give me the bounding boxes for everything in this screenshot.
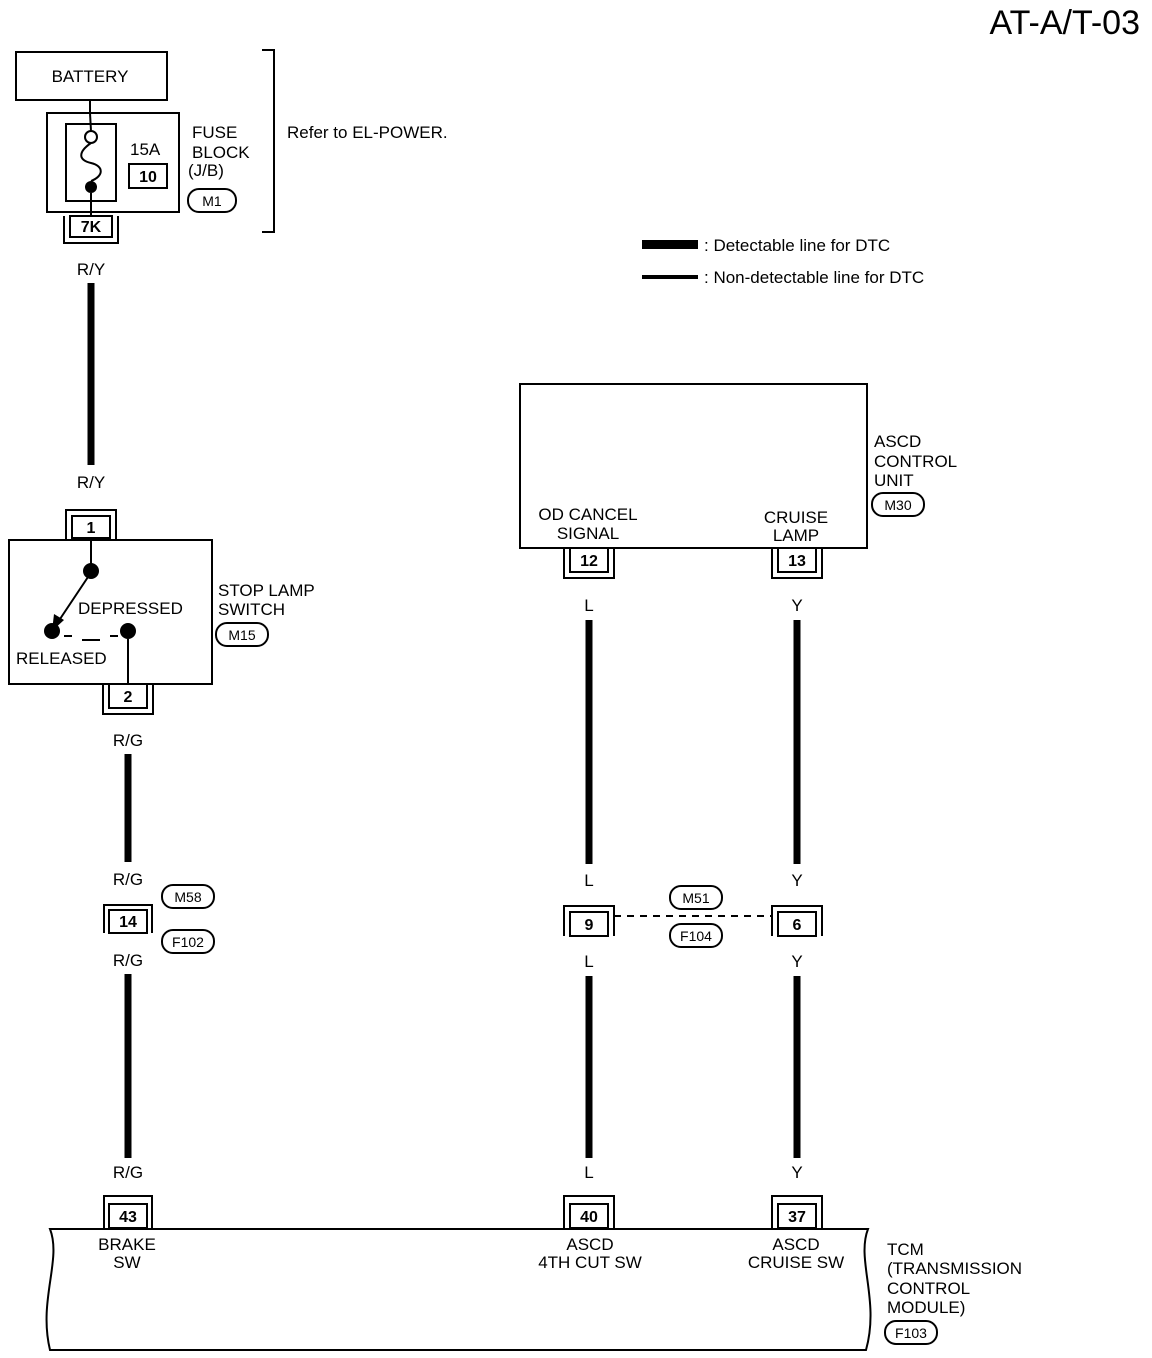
ascd-label-1: ASCD xyxy=(874,432,921,451)
junction-left-conn-top: M58 xyxy=(174,889,201,905)
wire-rg-label-3: R/G xyxy=(113,951,143,970)
fuse-block-label-2: BLOCK xyxy=(192,143,250,162)
tcm-4th-2: 4TH CUT SW xyxy=(538,1253,642,1272)
wire-ry-label-bottom: R/Y xyxy=(77,473,105,492)
tcm-pin-43: 43 xyxy=(119,1209,137,1226)
tcm-label-1: TCM xyxy=(887,1240,924,1259)
junction-left: 14 M58 F102 xyxy=(103,884,215,954)
wire-l-label-1: L xyxy=(584,596,593,615)
wire-ry: R/Y R/Y xyxy=(77,260,105,492)
legend: : Detectable line for DTC : Non-detectab… xyxy=(642,236,924,287)
tcm-label-4: MODULE) xyxy=(887,1298,965,1317)
fuse-block-connector: M1 xyxy=(202,193,222,209)
legend-detectable-swatch xyxy=(642,240,698,249)
stop-lamp-switch: 1 DEPRESSED RELEASED 2 STOP LAMP SWITCH … xyxy=(8,509,315,715)
ascd-pin-13: 13 xyxy=(788,553,806,570)
legend-detectable-text: : Detectable line for DTC xyxy=(704,236,890,255)
ascd-cruise-lamp-2: LAMP xyxy=(773,526,819,545)
stop-lamp-label-1: STOP LAMP xyxy=(218,581,315,600)
tcm-pin-40: 40 xyxy=(580,1209,598,1226)
legend-non-detectable-text: : Non-detectable line for DTC xyxy=(704,268,924,287)
fuse-terminal: 7K xyxy=(81,219,102,236)
stop-lamp-depressed: DEPRESSED xyxy=(78,599,183,618)
wire-rg-lower: R/G R/G xyxy=(113,951,143,1182)
fuse-block: 15A 10 FUSE BLOCK (J/B) M1 7K Refer to E… xyxy=(46,49,448,244)
tcm-brake-1: BRAKE xyxy=(98,1235,156,1254)
wire-ry-label-top: R/Y xyxy=(77,260,105,279)
fuse-amperage: 15A xyxy=(130,140,161,159)
stop-lamp-pin-2: 2 xyxy=(124,689,133,706)
page-code: AT-A/T-03 xyxy=(989,4,1140,42)
tcm-label-3: CONTROL xyxy=(887,1279,970,1298)
wire-y-label-2: Y xyxy=(791,871,802,890)
fuse-number: 10 xyxy=(139,169,157,186)
wire-l-label-2: L xyxy=(584,871,593,890)
battery-label: BATTERY xyxy=(52,67,129,86)
tcm: 43 40 37 BRAKE SW ASCD 4TH CUT SW ASCD C… xyxy=(45,1195,1022,1351)
wire-y-label-1: Y xyxy=(791,596,802,615)
junction-mid-conn-bottom: F104 xyxy=(680,928,712,944)
ascd-od-cancel-2: SIGNAL xyxy=(557,524,619,543)
battery: BATTERY xyxy=(15,51,168,113)
junction-mid: 9 6 M51 F104 xyxy=(563,885,823,948)
stop-lamp-pin-1: 1 xyxy=(87,520,96,537)
tcm-4th-1: ASCD xyxy=(566,1235,613,1254)
junction-mid-conn-top: M51 xyxy=(682,890,709,906)
tcm-label-2: (TRANSMISSION xyxy=(887,1259,1022,1278)
junction-mid-pin-9: 9 xyxy=(585,917,594,934)
ascd-label-2: CONTROL xyxy=(874,452,957,471)
fuse-block-label-3: (J/B) xyxy=(188,161,224,180)
ascd-control-unit: OD CANCEL SIGNAL CRUISE LAMP ASCD CONTRO… xyxy=(519,383,957,579)
wire-l-label-3: L xyxy=(584,952,593,971)
ascd-connector: M30 xyxy=(884,497,911,513)
wire-y-label-4: Y xyxy=(791,1163,802,1182)
wire-y: Y Y Y Y xyxy=(791,596,802,1182)
ascd-cruise-lamp-1: CRUISE xyxy=(764,508,828,527)
tcm-cruise-2: CRUISE SW xyxy=(748,1253,844,1272)
tcm-brake-2: SW xyxy=(113,1253,140,1272)
wire-l: L L L L xyxy=(584,596,593,1182)
wire-rg-label-4: R/G xyxy=(113,1163,143,1182)
stop-lamp-label-2: SWITCH xyxy=(218,600,285,619)
fuse-reference: Refer to EL-POWER. xyxy=(287,123,448,142)
junction-left-pin: 14 xyxy=(119,914,137,931)
ascd-od-cancel-1: OD CANCEL xyxy=(538,505,637,524)
tcm-cruise-1: ASCD xyxy=(772,1235,819,1254)
wire-l-label-4: L xyxy=(584,1163,593,1182)
junction-left-conn-bottom: F102 xyxy=(172,934,204,950)
tcm-pin-37: 37 xyxy=(788,1209,806,1226)
ascd-pin-12: 12 xyxy=(580,553,598,570)
wire-rg-label-1: R/G xyxy=(113,731,143,750)
wire-rg-label-2: R/G xyxy=(113,870,143,889)
fuse-block-label-1: FUSE xyxy=(192,123,237,142)
junction-mid-pin-6: 6 xyxy=(793,917,802,934)
stop-lamp-released: RELEASED xyxy=(16,649,107,668)
tcm-connector: F103 xyxy=(895,1325,927,1341)
ascd-label-3: UNIT xyxy=(874,471,914,490)
wire-y-label-3: Y xyxy=(791,952,802,971)
wire-rg-upper: R/G R/G xyxy=(113,731,143,889)
stop-lamp-connector: M15 xyxy=(228,627,255,643)
